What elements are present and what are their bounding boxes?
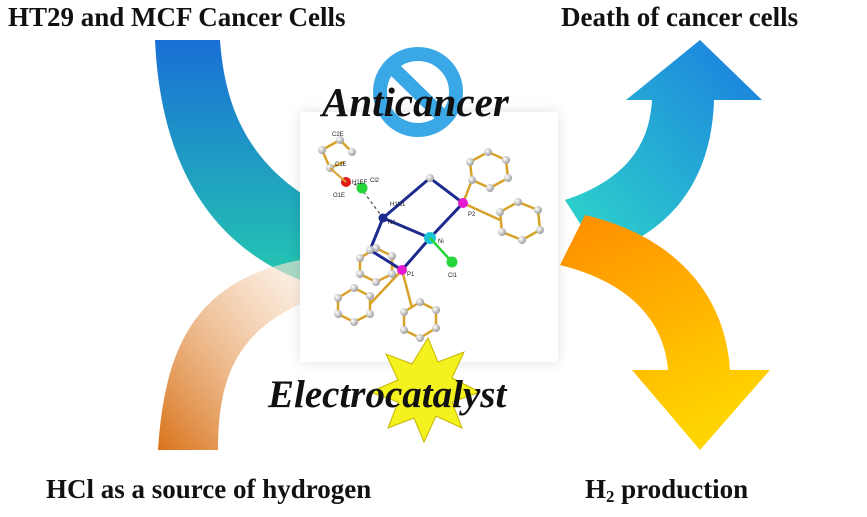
label-death-of-cancer-cells: Death of cancer cells <box>561 2 799 32</box>
label-cancer-cells: HT29 and MCF Cancer Cells <box>8 2 346 32</box>
atom-label-ni: Ni <box>438 239 444 245</box>
burst-star-icon <box>368 336 482 444</box>
atom-label-h1e: H1EF <box>352 180 368 186</box>
atom-label-p2: P2 <box>468 212 476 218</box>
arrow-bottom-left <box>158 260 310 450</box>
atom-label-h1n1: H1N1 <box>390 202 406 208</box>
arrow-top-left <box>155 40 330 280</box>
label-anticancer: Anticancer <box>322 79 509 125</box>
atom-label-cl2: Cl2 <box>370 178 380 184</box>
label-hcl-source: HCl as a source of hydrogen <box>46 474 372 504</box>
label-electrocatalyst: Electrocatalyst <box>268 373 507 416</box>
label-h2-production: H2 production <box>585 474 748 507</box>
atom-label-o1e: O1E <box>333 193 345 199</box>
atom-label-c2e: C2E <box>332 132 344 138</box>
arrow-bottom-right <box>560 215 770 450</box>
atom-label-cl1: Cl1 <box>448 273 458 279</box>
molecular-structure: C2E C1E H1EF O1E Cl2 H1N1 N1 Ni P1 P2 Cl… <box>318 132 544 342</box>
atom-label-c1e: C1E <box>335 162 347 168</box>
label-h2-symbol: H <box>585 474 607 504</box>
label-production-text: production <box>614 474 749 504</box>
arrow-top-right <box>565 40 762 255</box>
atom-label-n1: N1 <box>388 220 396 226</box>
atom-label-p1: P1 <box>407 272 415 278</box>
prohibition-icon <box>373 47 463 137</box>
label-h2-subscript: 2 <box>606 487 615 507</box>
